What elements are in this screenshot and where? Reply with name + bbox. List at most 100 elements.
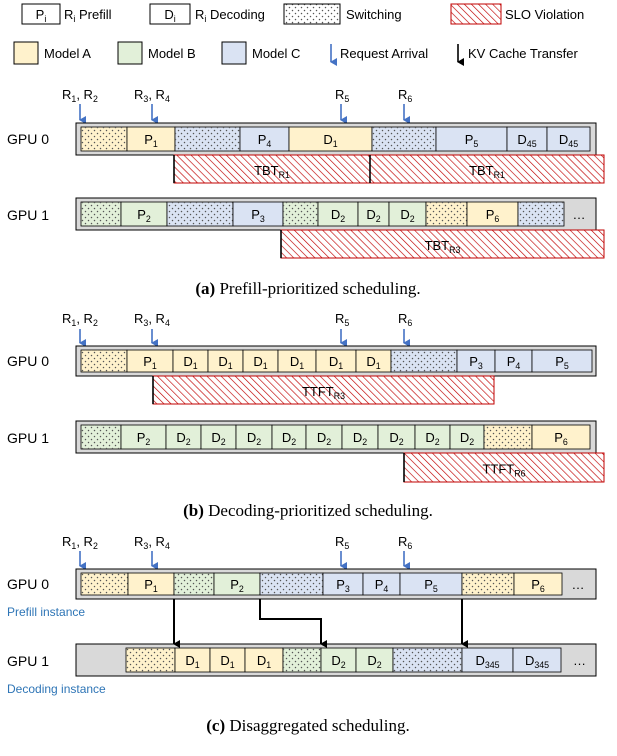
legend-swatch-model bbox=[117, 41, 143, 65]
block-label: P3 bbox=[469, 354, 483, 371]
task-block: P5 bbox=[435, 126, 508, 152]
kv-transfer-arrow bbox=[259, 599, 327, 648]
legend-swatch-model bbox=[221, 41, 247, 65]
block-label: D2 bbox=[211, 430, 225, 447]
task-block: P2 bbox=[120, 424, 167, 450]
request-arrival: R3, R4 bbox=[134, 87, 170, 124]
request-arrival: R3, R4 bbox=[134, 311, 170, 347]
block-fill bbox=[531, 424, 591, 450]
block-fill bbox=[357, 201, 390, 227]
legend-swatch-model bbox=[13, 41, 39, 65]
block-label: … bbox=[572, 577, 585, 592]
slo-label: TBTR1 bbox=[254, 163, 290, 180]
block-fill bbox=[461, 647, 514, 673]
panel-caption: (c) Disaggregated scheduling. bbox=[206, 716, 409, 735]
block-label: D2 bbox=[460, 430, 474, 447]
legend-swatch-text: Pi bbox=[36, 7, 47, 24]
legend-label: SLO Violation bbox=[505, 7, 584, 22]
slo-hatch bbox=[280, 229, 605, 259]
switch-dots bbox=[484, 425, 532, 449]
legend-item-switch: Switching bbox=[283, 3, 402, 25]
legend-label: Switching bbox=[346, 7, 402, 22]
block-label: P1 bbox=[144, 577, 158, 594]
block-label: P6 bbox=[486, 207, 500, 224]
request-arrival-label: R3, R4 bbox=[134, 534, 170, 551]
block-fill bbox=[546, 126, 591, 152]
block-label: P5 bbox=[465, 132, 479, 149]
gpu-label: GPU 0 bbox=[7, 353, 49, 369]
block-label: D1 bbox=[183, 354, 197, 371]
block-label: P1 bbox=[143, 354, 157, 371]
request-arrival: R3, R4 bbox=[134, 534, 170, 570]
block-label: D1 bbox=[257, 653, 271, 670]
block-label: … bbox=[573, 653, 586, 668]
instance-label: Prefill instance bbox=[7, 605, 85, 619]
slo-label: TBTR3 bbox=[425, 238, 461, 255]
slo-violation: TBTR3 bbox=[280, 229, 605, 259]
switching-block bbox=[259, 572, 324, 596]
task-block: D2 bbox=[341, 424, 379, 450]
block-label: D1 bbox=[323, 132, 337, 149]
switching-block bbox=[392, 647, 463, 673]
block-fill bbox=[513, 572, 563, 596]
block-label: P4 bbox=[507, 354, 521, 371]
switching-block bbox=[80, 201, 122, 227]
slo-violation: TBTR1 bbox=[173, 154, 371, 184]
task-block: P4 bbox=[494, 349, 533, 373]
task-block: D345 bbox=[512, 647, 562, 673]
switching-block bbox=[173, 572, 215, 596]
switching-block bbox=[461, 572, 515, 596]
block-label: D2 bbox=[331, 653, 345, 670]
slo-violation: TBTR1 bbox=[369, 154, 605, 184]
legend-item-slo: SLO Violation bbox=[450, 3, 584, 25]
task-block: D2 bbox=[377, 424, 416, 450]
task-block: P3 bbox=[456, 349, 496, 373]
switch-dots bbox=[372, 127, 436, 151]
task-block: P2 bbox=[213, 572, 261, 596]
request-arrival: R6 bbox=[398, 311, 412, 347]
block-fill bbox=[126, 126, 176, 152]
task-block: D2 bbox=[165, 424, 202, 450]
request-arrival: R5 bbox=[335, 311, 349, 347]
block-fill bbox=[377, 424, 416, 450]
task-block: P6 bbox=[513, 572, 563, 596]
task-block: P1 bbox=[126, 126, 176, 152]
task-block: D1 bbox=[172, 349, 209, 373]
switch-dots bbox=[391, 350, 457, 372]
task-block: D1 bbox=[355, 349, 392, 373]
slo-hatch bbox=[152, 375, 495, 405]
gpu-label: GPU 1 bbox=[7, 207, 49, 223]
block-fill bbox=[341, 424, 379, 450]
legend-swatch-text: Di bbox=[164, 7, 175, 24]
switch-dots bbox=[167, 202, 233, 226]
continuation-mark: … bbox=[573, 653, 586, 668]
task-block: D2 bbox=[320, 647, 357, 673]
block-fill bbox=[449, 424, 485, 450]
legend-label: Model B bbox=[148, 46, 196, 61]
block-label: D1 bbox=[253, 354, 267, 371]
request-arrival-label: R6 bbox=[398, 534, 412, 551]
switching-block bbox=[282, 647, 322, 673]
continuation-mark: … bbox=[572, 577, 585, 592]
block-label: P4 bbox=[258, 132, 272, 149]
legend-item-model-b: Model B bbox=[117, 41, 196, 65]
block-label: D2 bbox=[353, 430, 367, 447]
request-arrival: R1, R2 bbox=[62, 87, 98, 124]
slo-label: TBTR1 bbox=[469, 163, 505, 180]
legend-swatch bbox=[149, 3, 191, 25]
switching-block bbox=[80, 572, 129, 596]
request-arrival-label: R6 bbox=[398, 87, 412, 104]
legend-swatch-switching bbox=[283, 3, 341, 25]
block-label: D2 bbox=[366, 207, 380, 224]
task-block: D2 bbox=[357, 201, 390, 227]
slo-violation: TTFTR3 bbox=[152, 375, 495, 405]
block-fill bbox=[531, 349, 593, 373]
block-fill bbox=[317, 201, 359, 227]
switch-dots bbox=[81, 127, 127, 151]
switch-dots bbox=[283, 202, 318, 226]
